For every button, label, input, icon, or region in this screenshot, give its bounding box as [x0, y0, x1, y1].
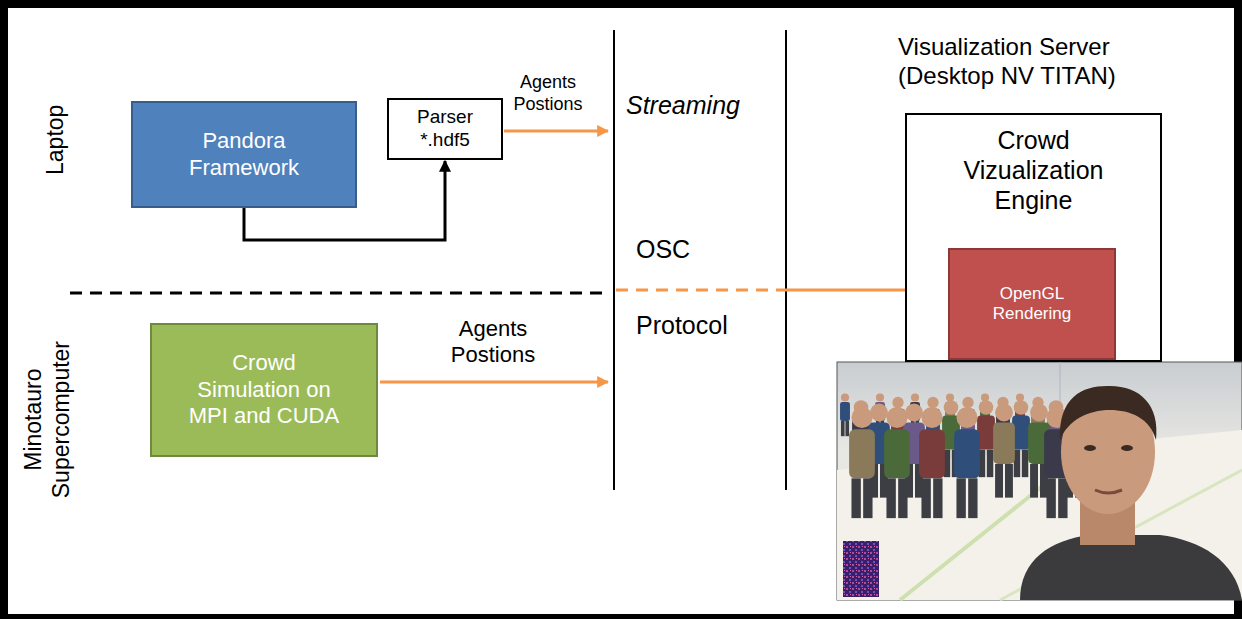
engine-box: Crowd Vizualization EngineOpenGL Renderi…: [905, 113, 1162, 362]
row-label: Laptop: [42, 80, 70, 200]
box-text: Crowd Simulation on MPI and CUDA: [182, 350, 346, 429]
box-text: Pandora Framework: [147, 128, 341, 181]
section-label: Protocol: [636, 310, 776, 340]
arrow-label: Agents Postions: [500, 72, 596, 115]
section-label: OSC: [636, 234, 756, 264]
box-text: Parser *.hdf5: [397, 106, 493, 152]
process-box: Crowd Simulation on MPI and CUDA: [150, 323, 378, 457]
section-label: Streaming: [626, 90, 776, 120]
foreground-face: [1020, 386, 1242, 600]
row-label: Minotauro Supercomputer: [20, 335, 75, 505]
server-title: Visualization Server (Desktop NV TITAN): [898, 33, 1188, 91]
process-box: Pandora Framework: [131, 101, 357, 208]
parser-box: Parser *.hdf5: [387, 98, 503, 160]
crowd-screenshot: [837, 362, 1242, 600]
stream-arrows: [380, 131, 944, 382]
arrow-label: Agents Postions: [428, 316, 558, 369]
divider-lines: [70, 30, 786, 490]
box-heading: Crowd Vizualization Engine: [947, 125, 1120, 215]
box-text: OpenGL Rendering: [970, 284, 1094, 325]
render-box: OpenGL Rendering: [948, 248, 1116, 360]
